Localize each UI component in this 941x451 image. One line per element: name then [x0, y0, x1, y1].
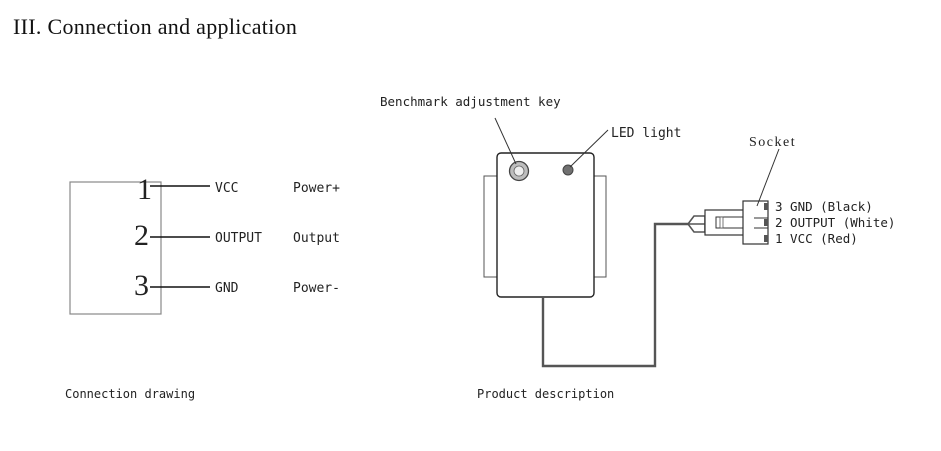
section-title: III. Connection and application	[13, 14, 298, 39]
mount-tab-left	[483, 175, 499, 278]
socket-pin-3: 3 GND (Black)	[775, 199, 873, 214]
module-body	[496, 152, 595, 298]
pin-signal-1: VCC	[215, 181, 238, 196]
adjust-key-leader	[494, 117, 517, 165]
connector-body	[69, 181, 162, 315]
led-label: LED light	[611, 126, 681, 141]
product-description-caption: Product description	[477, 387, 615, 401]
socket-leader	[756, 148, 780, 207]
connection-drawing-caption: Connection drawing	[65, 387, 196, 401]
pin-desc-2: Output	[293, 231, 340, 246]
pin-desc-3: Power-	[293, 281, 340, 296]
led-leader	[569, 129, 609, 168]
pin-number-2: 2	[134, 219, 149, 252]
product-drawing: Benchmark adjustment key LED light Socke…	[380, 94, 895, 368]
socket-connector	[687, 200, 769, 245]
pin-signal-2: OUTPUT	[215, 231, 262, 246]
pin-number-3: 3	[134, 269, 149, 302]
adjust-key-label: Benchmark adjustment key	[380, 94, 561, 109]
socket-pin-2: 2 OUTPUT (White)	[775, 215, 895, 230]
cable	[541, 222, 688, 368]
socket-label: Socket	[749, 135, 796, 150]
mount-tab-right	[592, 175, 607, 278]
socket-pin-1: 1 VCC (Red)	[775, 231, 858, 246]
pin-number-1: 1	[137, 173, 152, 206]
led-icon	[562, 164, 574, 176]
connection-drawing: 1 VCC Power+ 2 OUTPUT Output 3 GND Power…	[69, 173, 340, 315]
pin-signal-3: GND	[215, 281, 239, 296]
pin-desc-1: Power+	[293, 181, 340, 196]
